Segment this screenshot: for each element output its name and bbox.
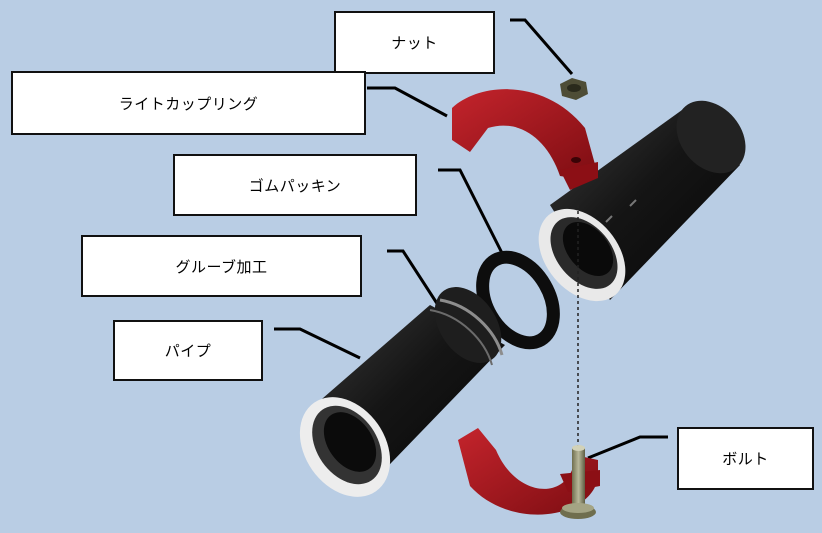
label-rubber-gasket-text: ゴムパッキン <box>248 176 342 195</box>
left-pipe <box>299 287 505 497</box>
leader-line-nut <box>510 18 574 75</box>
bolt <box>560 205 596 519</box>
label-light-coupling: ライトカップリング <box>11 71 366 135</box>
label-bolt: ボルト <box>677 427 814 490</box>
label-light-coupling-text: ライトカップリング <box>118 94 259 113</box>
label-nut: ナット <box>334 11 495 74</box>
leader-line-groove <box>387 249 440 306</box>
leader-line-pipe <box>274 327 361 360</box>
label-pipe-text: パイプ <box>164 342 212 360</box>
label-nut-text: ナット <box>391 34 438 52</box>
label-pipe: パイプ <box>113 320 263 381</box>
nut <box>560 78 588 100</box>
label-bolt-text: ボルト <box>722 450 769 468</box>
leader-line-light-coupling <box>367 86 448 118</box>
label-rubber-gasket: ゴムパッキン <box>173 154 417 216</box>
leader-line-bolt <box>587 435 668 460</box>
leader-lines <box>274 18 668 460</box>
upper-coupling-half <box>452 89 598 190</box>
label-groove: グルーブ加工 <box>81 235 362 297</box>
right-pipe <box>538 100 746 302</box>
leader-line-rubber-gasket <box>438 168 505 256</box>
label-groove-text: グルーブ加工 <box>175 257 268 276</box>
